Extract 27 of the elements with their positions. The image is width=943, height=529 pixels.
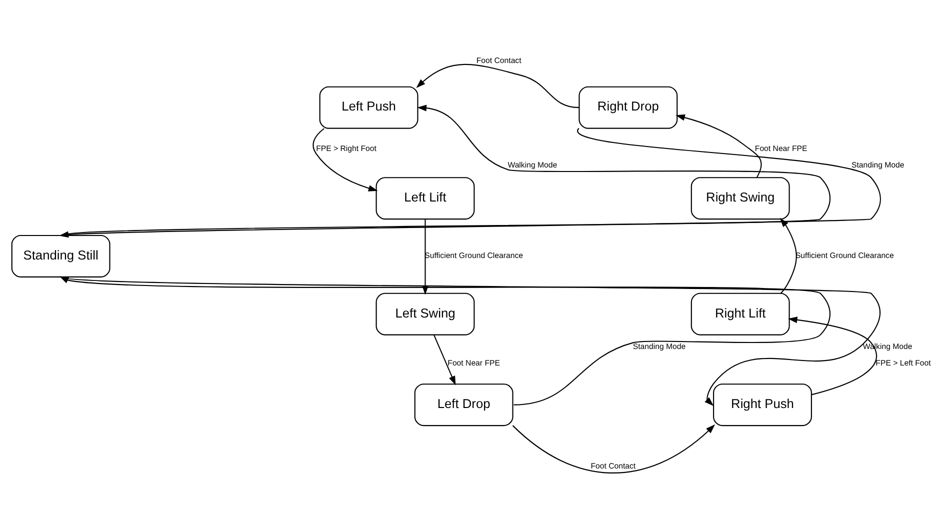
node-box: Left Swing	[376, 292, 475, 335]
arrow	[780, 217, 797, 294]
edge-label: Standing Mode	[632, 341, 686, 350]
arrow	[416, 63, 580, 108]
arrow	[433, 334, 456, 385]
arrow	[312, 128, 378, 191]
edge-label: FPE > Left Foot	[876, 358, 931, 367]
node-box: Right Lift	[690, 292, 790, 335]
node-box: Standing Still	[11, 234, 110, 277]
edge-label: Foot Contact	[476, 56, 522, 65]
node-box: Right Swing	[690, 176, 790, 220]
node-box: Right Push	[713, 383, 812, 426]
edge-label: Walking Mode	[508, 160, 558, 169]
node-box: Right Drop	[578, 86, 678, 128]
edge-label: Foot Contact	[590, 460, 636, 470]
edge-label: Foot Near FPE	[448, 358, 500, 367]
node-box: Left Push	[319, 86, 418, 128]
arrow	[676, 114, 762, 178]
arrow	[512, 424, 716, 473]
arrow	[59, 127, 881, 238]
edge-label: Foot Near FPE	[754, 144, 808, 153]
edge-label: Standing Mode	[852, 160, 904, 169]
node-box: Left Drop	[414, 383, 514, 426]
edge-label: FPE > Right Foot	[316, 144, 376, 153]
arrow	[788, 316, 877, 395]
edge-label: Sufficient Ground Clearance	[424, 250, 524, 260]
node-box: Left Lift	[376, 176, 475, 220]
